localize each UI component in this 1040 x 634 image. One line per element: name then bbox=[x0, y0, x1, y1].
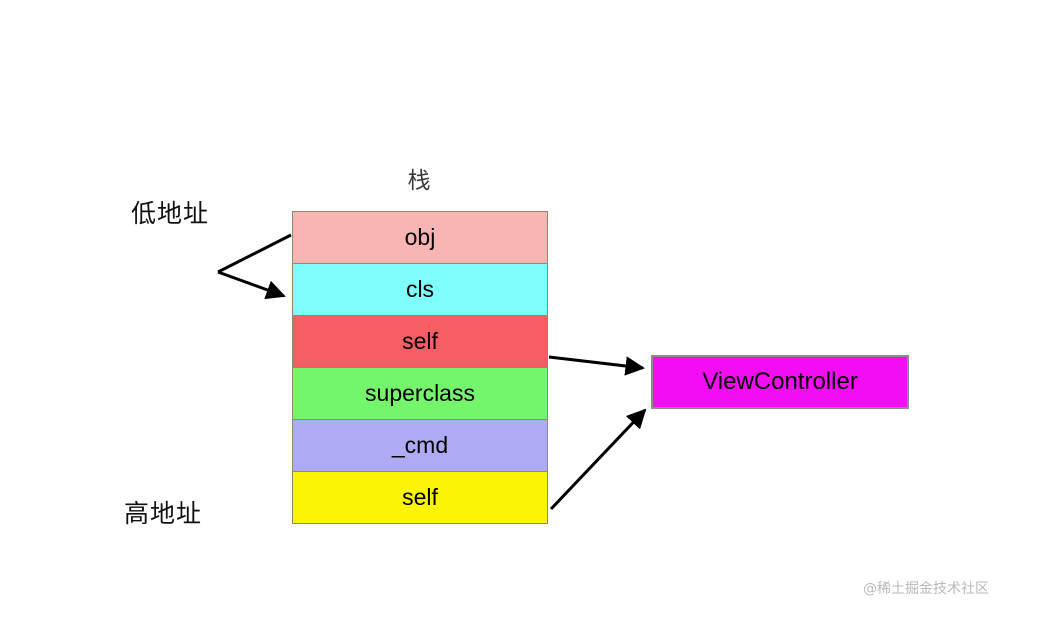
stack-row-obj: obj bbox=[292, 211, 548, 265]
viewcontroller-node: ViewController bbox=[651, 355, 909, 409]
arrow-to-obj bbox=[217, 233, 292, 274]
stack-title: 栈 bbox=[407, 168, 431, 194]
watermark: @稀土掘金技术社区 bbox=[863, 581, 989, 597]
low-address-label: 低地址 bbox=[131, 199, 210, 228]
stack-frame: obj cls self superclass _cmd self bbox=[292, 211, 548, 532]
stack-row-cmd: _cmd bbox=[292, 418, 548, 473]
stack-row-label: _cmd bbox=[391, 431, 449, 458]
stack-row-label: self bbox=[402, 328, 438, 355]
arrow-to-cls bbox=[217, 270, 286, 300]
viewcontroller-label: ViewController bbox=[702, 368, 858, 395]
stack-row-self-top: self bbox=[292, 314, 548, 369]
stack-row-label: self bbox=[402, 483, 438, 510]
stack-row-label: obj bbox=[404, 224, 436, 251]
arrow-self-top bbox=[548, 355, 645, 376]
stack-row-self-bottom: self bbox=[292, 470, 548, 525]
stack-row-label: cls bbox=[405, 276, 435, 303]
arrow-self-bottom bbox=[549, 408, 647, 511]
stack-row-superclass: superclass bbox=[292, 366, 548, 421]
stack-row-cls: cls bbox=[292, 262, 548, 317]
stack-row-label: superclass bbox=[365, 379, 475, 406]
high-address-label: 高地址 bbox=[124, 499, 203, 528]
